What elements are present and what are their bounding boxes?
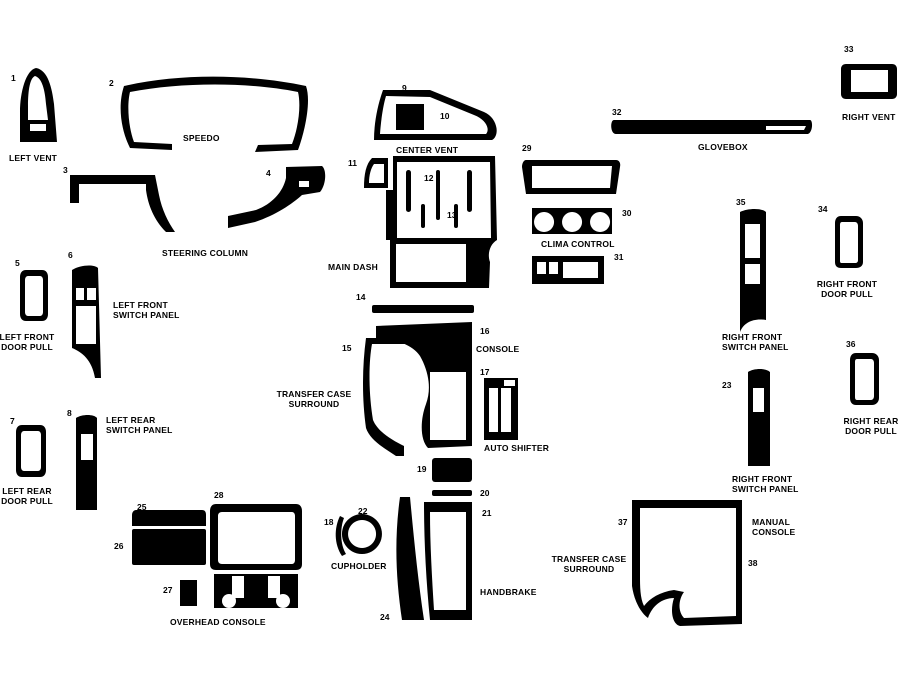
part-number-25: 25 — [137, 502, 147, 512]
part-35-right-front-switch-panel — [740, 209, 766, 332]
part-8-left-rear-switch-panel — [76, 415, 97, 510]
part-19-piece — [432, 458, 472, 482]
part-5-left-front-door-pull — [20, 270, 48, 321]
part-24-handbrake-left — [396, 497, 424, 620]
part-number-24: 24 — [380, 612, 390, 622]
label-handbrake: HANDBRAKE — [480, 587, 537, 597]
part-number-35: 35 — [736, 197, 746, 207]
part-25-overhead — [132, 510, 206, 526]
part-29-clima — [522, 160, 621, 194]
part-number-8: 8 — [67, 408, 72, 418]
part-17-auto-shifter — [484, 378, 518, 440]
label-right-front-switch-panel-lower: RIGHT FRONT SWITCH PANEL — [732, 474, 799, 494]
part-number-29: 29 — [522, 143, 532, 153]
part-number-15: 15 — [342, 343, 352, 353]
part-number-1: 1 — [11, 73, 16, 83]
part-number-10: 10 — [440, 111, 450, 121]
part-number-34: 34 — [818, 204, 828, 214]
part-number-23: 23 — [722, 380, 732, 390]
label-left-rear-door-pull: LEFT REAR DOOR PULL — [1, 486, 53, 506]
part-1-left-vent — [20, 68, 57, 142]
label-left-front-switch-panel: LEFT FRONT SWITCH PANEL — [113, 300, 180, 320]
label-transfer-case-surround-right: TRANSFER CASE SURROUND — [551, 554, 627, 574]
part-31-clima-bottom — [532, 256, 604, 284]
part-number-3: 3 — [63, 165, 68, 175]
part-21-handbrake — [424, 502, 472, 620]
part-number-2: 2 — [109, 78, 114, 88]
part-number-7: 7 — [10, 416, 15, 426]
part-number-37: 37 — [618, 517, 628, 527]
part-27-overhead — [180, 580, 197, 606]
part-number-17: 17 — [480, 367, 490, 377]
label-right-front-switch-panel-upper: RIGHT FRONT SWITCH PANEL — [722, 332, 789, 352]
part-4-steering-column-right — [228, 166, 326, 228]
part-11-main-dash-left — [364, 158, 388, 188]
part-3-steering-column-left — [70, 175, 175, 232]
part-30-clima-knobs — [532, 208, 612, 234]
label-auto-shifter: AUTO SHIFTER — [484, 443, 550, 453]
part-number-9: 9 — [402, 83, 407, 93]
part-22-cupholder — [341, 514, 382, 554]
part-number-20: 20 — [480, 488, 490, 498]
part-number-4: 4 — [266, 168, 271, 178]
label-right-rear-door-pull: RIGHT REAR DOOR PULL — [843, 416, 899, 436]
label-manual-console: MANUAL CONSOLE — [752, 517, 796, 537]
part-23-right-rear-switch-panel — [748, 369, 770, 466]
label-left-front-door-pull: LEFT FRONT DOOR PULL — [0, 332, 55, 352]
part-number-16: 16 — [480, 326, 490, 336]
part-10-center-vent — [374, 90, 497, 140]
part-number-11: 11 — [348, 158, 357, 168]
part-number-27: 27 — [163, 585, 173, 595]
part-number-30: 30 — [622, 208, 632, 218]
part-20-piece — [432, 490, 472, 496]
part-26-overhead — [132, 529, 206, 565]
part-15-transfer-case-surround — [363, 338, 410, 456]
part-number-5: 5 — [15, 258, 20, 268]
label-right-vent: RIGHT VENT — [842, 112, 896, 122]
part-number-32: 32 — [612, 107, 622, 117]
label-clima-control: CLIMA CONTROL — [541, 239, 615, 249]
part-number-12: 12 — [424, 173, 434, 183]
part-28-overhead-console — [210, 504, 302, 608]
part-number-36: 36 — [846, 339, 856, 349]
label-main-dash: MAIN DASH — [328, 262, 378, 272]
part-number-33: 33 — [844, 44, 854, 54]
label-right-front-door-pull: RIGHT FRONT DOOR PULL — [816, 279, 878, 299]
label-overhead-console: OVERHEAD CONSOLE — [170, 617, 266, 627]
part-number-14: 14 — [356, 292, 366, 302]
label-left-vent: LEFT VENT — [9, 153, 58, 163]
part-number-31: 31 — [614, 252, 624, 262]
part-number-6: 6 — [68, 250, 73, 260]
part-number-28: 28 — [214, 490, 224, 500]
part-37-manual-transfer — [632, 500, 742, 626]
part-13-main-dash — [386, 156, 497, 288]
part-6-left-front-switch-panel — [72, 265, 101, 378]
label-steering-column: STEERING COLUMN — [162, 248, 249, 258]
label-center-vent: CENTER VENT — [396, 145, 459, 155]
part-number-21: 21 — [482, 508, 492, 518]
label-glovebox: GLOVEBOX — [698, 142, 748, 152]
part-18-cupholder — [335, 516, 346, 556]
part-16-console — [376, 322, 472, 448]
part-14-console-strip — [372, 305, 474, 313]
part-number-38: 38 — [748, 558, 758, 568]
part-33-right-vent — [841, 64, 897, 99]
part-number-22: 22 — [358, 506, 368, 516]
part-number-13: 13 — [447, 210, 457, 220]
part-34-right-front-door-pull — [835, 216, 863, 268]
label-transfer-case-surround-left: TRANSFER CASE SURROUND — [276, 389, 352, 409]
label-cupholder: CUPHOLDER — [331, 561, 387, 571]
part-7-left-rear-door-pull — [16, 425, 46, 477]
label-left-rear-switch-panel: LEFT REAR SWITCH PANEL — [106, 415, 173, 435]
part-36-right-rear-door-pull — [850, 353, 879, 405]
part-number-18: 18 — [324, 517, 334, 527]
part-2-speedo — [120, 76, 309, 152]
part-number-26: 26 — [114, 541, 124, 551]
label-console: CONSOLE — [476, 344, 520, 354]
part-number-19: 19 — [417, 464, 427, 474]
label-speedo: SPEEDO — [183, 133, 220, 143]
part-32-glovebox — [611, 120, 813, 134]
